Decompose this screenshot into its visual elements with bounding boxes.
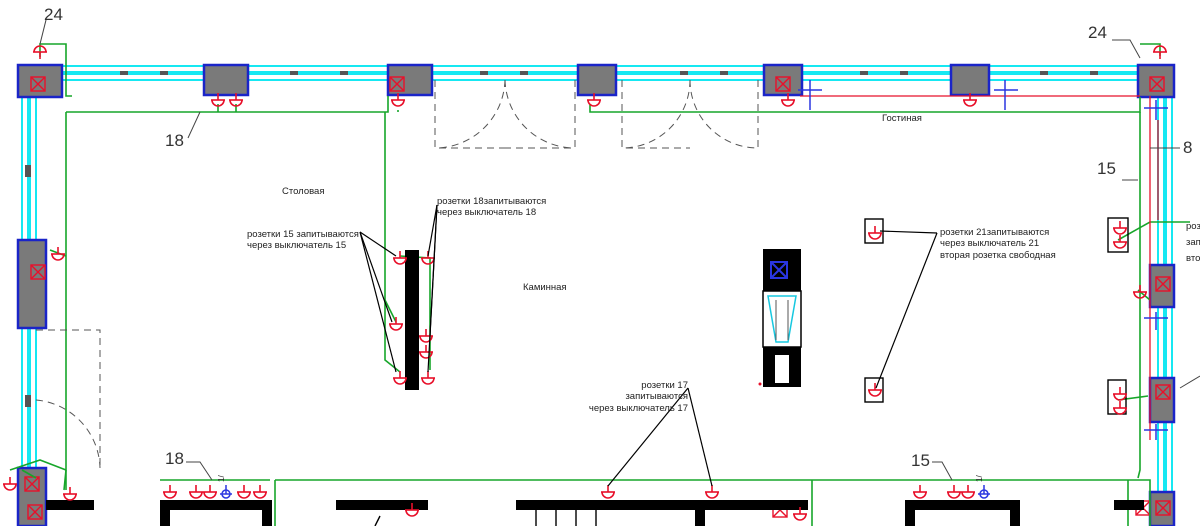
black-walls — [46, 250, 1144, 526]
green-wiring — [9, 43, 1190, 526]
columns — [16, 63, 1176, 526]
room-label-fireplace: Каминная — [523, 282, 567, 293]
red-wiring — [800, 95, 1159, 440]
note-15-line1: розетки 15 запитываются — [247, 229, 359, 240]
marker-dot — [758, 382, 762, 386]
label-15-right: 15 — [1097, 159, 1116, 178]
note-18-line2: через выключатель 18 — [437, 207, 536, 218]
number-leaders — [39, 19, 1200, 481]
label-18-top: 18 — [165, 131, 184, 150]
fireplace — [762, 249, 802, 387]
room-label-dining: Столовая — [282, 186, 324, 197]
note-21-line2: через выключатель 21 — [940, 238, 1039, 249]
leader-lines — [359, 204, 938, 487]
room-label-living: Гостиная — [882, 113, 922, 124]
note-right-line2: запи — [1186, 237, 1200, 248]
label-8: 8 — [1183, 138, 1192, 157]
note-17-line3: через выключатель 17 — [589, 403, 688, 414]
note-21-line1: розетки 21запитываются — [940, 227, 1049, 238]
label-24-left: 24 — [44, 5, 63, 24]
label-18-bottom: 18 — [165, 449, 184, 468]
blue-markers — [798, 80, 1168, 440]
note-15-line2: через выключатель 15 — [247, 240, 346, 251]
ceiling-lamp-symbols — [24, 76, 1171, 520]
label-24-right: 24 — [1088, 23, 1107, 42]
label-15-bottom: 15 — [911, 451, 930, 470]
note-17-line2: запитываются — [625, 391, 688, 402]
switch-label-b: 1/ — [975, 475, 984, 482]
note-17-line1: розетки 17 — [641, 380, 688, 391]
stair-lines — [374, 510, 597, 526]
note-right-line3: вто — [1186, 253, 1200, 264]
door-swings — [35, 79, 759, 469]
note-right-line1: роз — [1186, 221, 1200, 232]
switch-label-a: 1/ — [217, 475, 226, 482]
note-21-line3: вторая розетка свободная — [940, 250, 1056, 261]
note-18-line1: розетки 18запитываются — [437, 196, 546, 207]
